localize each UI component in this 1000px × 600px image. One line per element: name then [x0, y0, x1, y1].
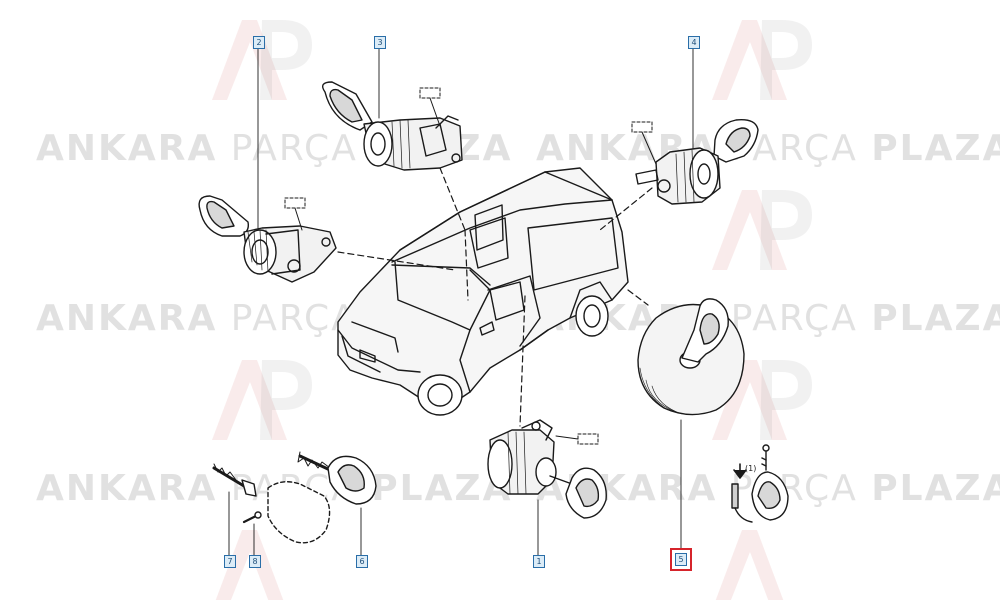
callout-4: 4	[688, 36, 700, 49]
part-8-screw	[242, 511, 262, 524]
callout-2: 2	[253, 36, 265, 49]
part-4-lock-cylinder	[635, 119, 759, 205]
callout-5: 5	[670, 548, 692, 571]
watermark-logo	[712, 360, 812, 440]
note-reference: (1)	[745, 464, 757, 473]
van-outline	[337, 167, 629, 416]
watermark-logo	[212, 360, 312, 440]
part-1-lock-cylinder	[487, 419, 607, 519]
part-5-fuel-cap	[637, 298, 745, 416]
watermark-logo	[215, 530, 284, 600]
watermark-logo	[212, 20, 312, 100]
dashed-leaders	[337, 167, 653, 427]
callout-8: 8	[249, 555, 261, 568]
callout-7: 7	[224, 555, 236, 568]
part-7-key-blade	[212, 463, 257, 497]
watermark-text: ANKARA PARÇA PLAZA	[536, 468, 1000, 509]
callout-leaders	[228, 47, 694, 556]
remote-shell	[267, 481, 331, 544]
callout-1: 1	[533, 555, 545, 568]
watermark-logo	[712, 190, 812, 270]
part-3-lock-cylinder	[322, 81, 463, 171]
watermark-text: ANKARA PARÇA PLAZA	[36, 128, 510, 169]
part-6-key	[297, 451, 377, 505]
note-key	[731, 444, 789, 523]
watermark-logo	[712, 20, 812, 100]
callout-3: 3	[374, 36, 386, 49]
watermark-logo	[715, 530, 784, 600]
callout-6: 6	[356, 555, 368, 568]
part-2-lock-cylinder	[198, 195, 337, 283]
